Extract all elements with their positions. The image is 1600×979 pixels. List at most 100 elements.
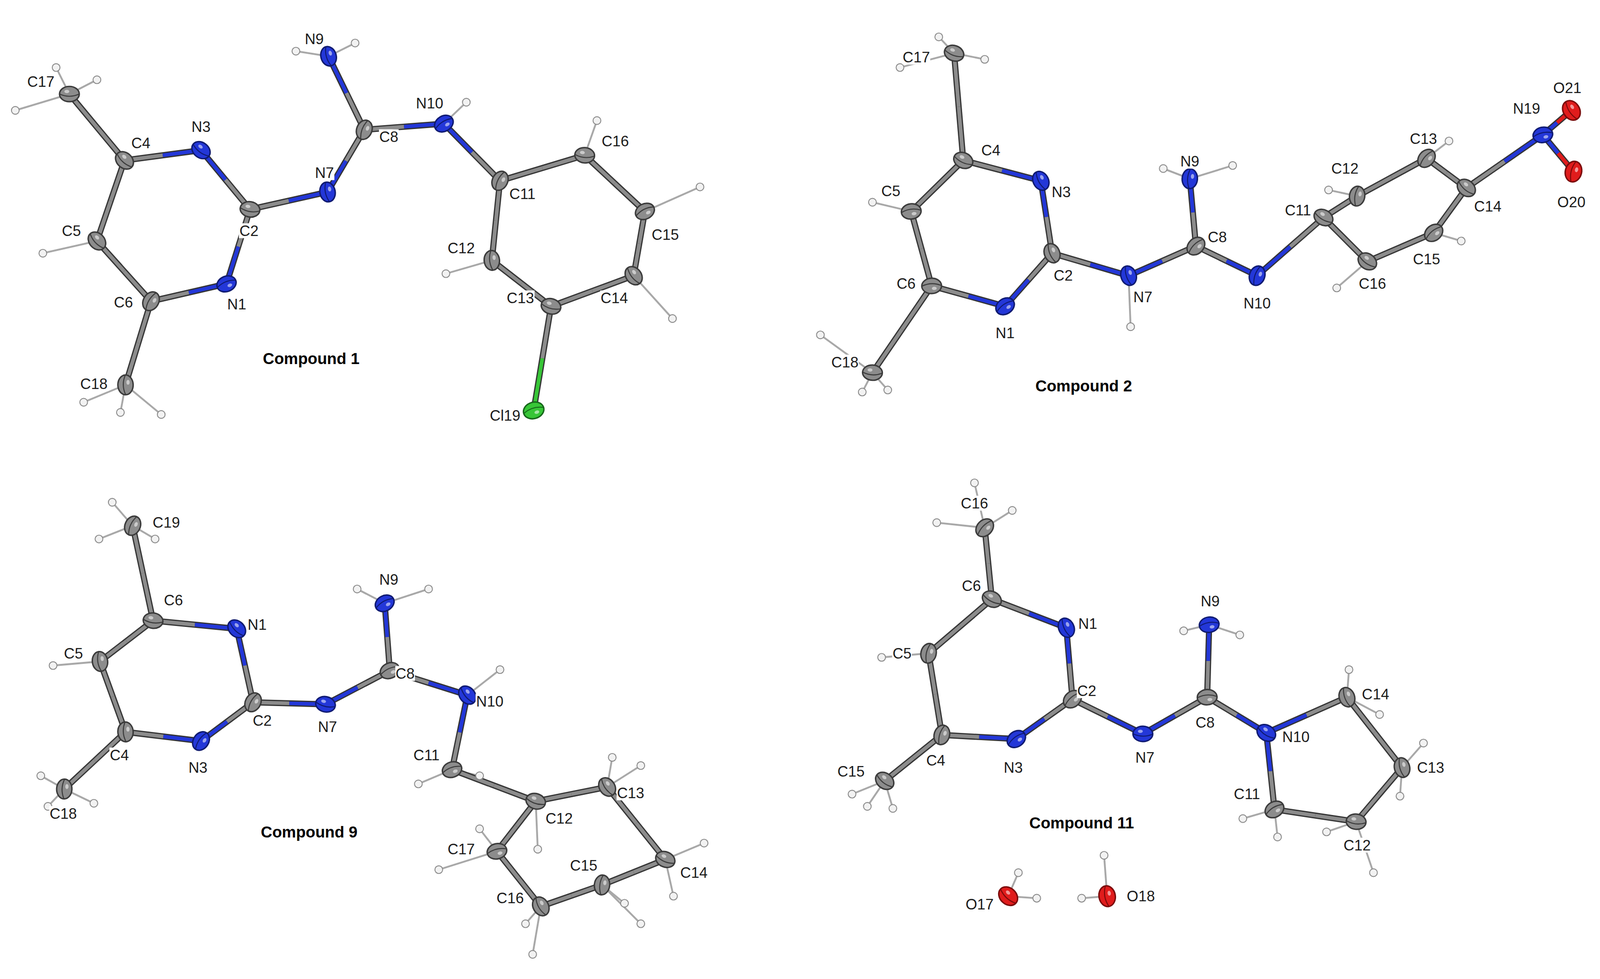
atom-label: C5 <box>892 645 913 661</box>
ellipsoid-octant <box>1034 172 1046 191</box>
atom-ellipsoid <box>431 111 457 136</box>
bond-outline <box>364 123 445 130</box>
atom-ellipsoid <box>1003 727 1029 752</box>
atom-label: C4 <box>109 747 130 763</box>
ellipsoid-octant <box>862 372 883 376</box>
atom-label: C12 <box>1342 837 1372 853</box>
ellipsoid-highlight <box>604 780 611 787</box>
ellipsoid-octant <box>323 182 330 202</box>
hydrogen-atom <box>1332 283 1341 292</box>
ellipsoid-body <box>488 168 512 193</box>
atom-ellipsoid <box>139 288 164 314</box>
atom-label: C2 <box>238 223 259 238</box>
bond-outline <box>1274 809 1356 822</box>
atoms <box>56 42 1584 919</box>
hydrogen-atom <box>475 824 484 833</box>
ellipsoid-highlight <box>531 795 538 801</box>
hydrogen-atom <box>38 249 47 258</box>
ellipsoid-highlight <box>579 150 586 155</box>
hydrogen-atom <box>847 789 856 798</box>
atom-label: C11 <box>508 186 537 202</box>
ellipsoid-highlight <box>253 698 259 705</box>
atom-label: C5 <box>881 183 902 199</box>
ellipsoid-octant <box>921 283 942 287</box>
bond-outline <box>96 160 125 241</box>
atom-label: C15 <box>1412 251 1441 267</box>
ellipsoid-body <box>117 375 134 396</box>
ellipsoid-octant <box>1346 820 1367 825</box>
ellipsoid-octant <box>1457 181 1474 197</box>
ellipsoid-octant <box>1199 621 1219 627</box>
atom-ellipsoid <box>317 180 337 204</box>
atom-label: N7 <box>317 718 338 734</box>
ellipsoid-highlight <box>64 89 70 94</box>
atom-ellipsoid <box>482 249 501 271</box>
ellipsoid-highlight <box>1346 691 1352 697</box>
ellipsoid-body <box>1261 797 1287 822</box>
ellipsoid-body <box>992 294 1018 319</box>
atom-ellipsoid <box>1531 125 1554 145</box>
ellipsoid-body <box>1414 145 1439 171</box>
hydrogen-atom <box>889 804 897 812</box>
atom-label: C8 <box>1195 715 1216 730</box>
hydrogen-atom <box>636 761 645 770</box>
atom-label: N9 <box>304 31 325 47</box>
ellipsoid-body <box>318 44 339 68</box>
atom-label: C8 <box>1207 229 1228 245</box>
bond-outline <box>1040 180 1052 254</box>
hydrogen-atom <box>11 106 20 115</box>
ellipsoid-highlight <box>201 737 208 743</box>
ellipsoid-highlight <box>100 655 105 661</box>
ellipsoid-highlight <box>602 880 607 886</box>
hydrogen-atom <box>1375 710 1384 719</box>
hydrogen-atom <box>668 314 677 323</box>
ellipsoid-body <box>872 768 898 794</box>
ellipsoid-highlight <box>1258 271 1263 278</box>
bond-outline <box>100 661 126 732</box>
atom-label: N1 <box>247 617 268 633</box>
ellipsoid-body <box>485 841 509 861</box>
bond-outline <box>1128 246 1196 276</box>
ellipsoid-highlight <box>1542 134 1549 140</box>
atom-label: O20 <box>1556 194 1587 210</box>
bond-outline <box>253 702 326 705</box>
hydrogen-atom <box>495 665 504 674</box>
ellipsoid-body <box>621 263 647 289</box>
bond-outline <box>325 670 390 705</box>
atom-label: C14 <box>1361 686 1390 702</box>
ellipsoid-body <box>1563 159 1585 184</box>
atom-ellipsoid <box>529 894 553 919</box>
atom-label: C14 <box>679 865 708 881</box>
ellipsoid-octant <box>976 518 992 535</box>
ellipsoid-highlight <box>1039 174 1045 181</box>
atom-label: N10 <box>1243 295 1272 311</box>
ellipsoid-highlight <box>234 622 240 628</box>
ellipsoid-body <box>372 591 398 615</box>
bond-outline <box>535 787 608 802</box>
atom-label: C2 <box>252 713 273 729</box>
atom-label: N10 <box>415 95 444 111</box>
atom-ellipsoid <box>595 774 620 800</box>
hydrogen-atom <box>90 799 98 808</box>
bond-outline <box>452 769 536 802</box>
ellipsoid-highlight <box>245 204 251 209</box>
bond-outline <box>1266 696 1347 733</box>
ellipsoid-body <box>353 117 376 142</box>
atom-ellipsoid <box>1253 720 1279 745</box>
ellipsoid-body <box>1558 97 1584 124</box>
atom-ellipsoid <box>1196 688 1218 706</box>
atom-label: C5 <box>63 645 84 661</box>
bond-outline <box>984 527 992 600</box>
ellipsoid-octant <box>533 897 546 917</box>
ellipsoid-highlight <box>881 774 888 781</box>
ellipsoid-body <box>1118 263 1140 288</box>
ellipsoid-octant <box>1424 224 1442 240</box>
ellipsoid-body <box>1354 249 1380 274</box>
ellipsoid-octant <box>216 278 236 288</box>
bond-outline <box>124 150 202 161</box>
atom-label: O17 <box>964 896 995 912</box>
ellipsoid-highlight <box>65 784 69 789</box>
ellipsoid-highlight <box>546 300 553 306</box>
hydrogen-atom <box>79 398 88 407</box>
ellipsoid-octant <box>541 303 561 311</box>
